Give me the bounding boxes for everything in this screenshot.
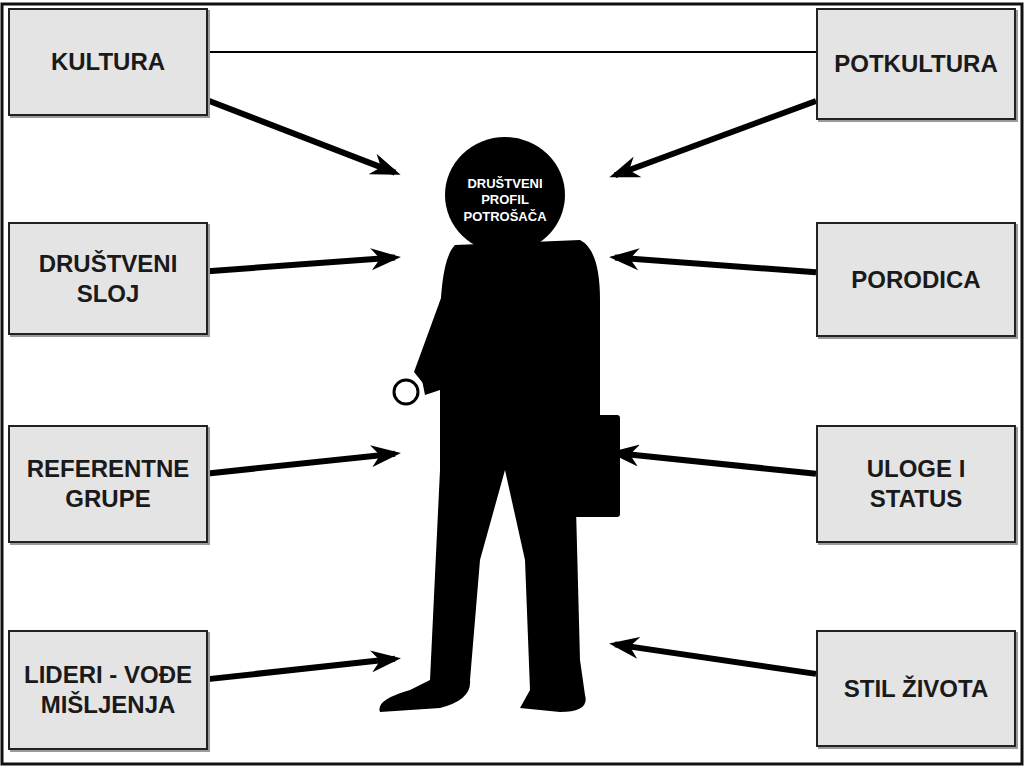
factor-box: POTKULTURA bbox=[816, 8, 1016, 120]
factor-box: REFERENTNE GRUPE bbox=[8, 425, 208, 543]
factor-box: KULTURA bbox=[8, 8, 208, 116]
briefcase bbox=[556, 415, 620, 517]
factor-box: STIL ŽIVOTA bbox=[816, 630, 1016, 747]
arm bbox=[414, 268, 468, 392]
influence-arrow bbox=[615, 258, 816, 273]
factor-box: DRUŠTVENI SLOJ bbox=[8, 222, 208, 335]
influence-arrow bbox=[208, 101, 395, 173]
influence-arrow bbox=[208, 258, 395, 272]
head bbox=[445, 137, 565, 253]
influence-arrow bbox=[208, 454, 395, 474]
box-label: PORODICA bbox=[851, 265, 980, 295]
box-label: POTKULTURA bbox=[834, 49, 998, 79]
factor-box: PORODICA bbox=[816, 222, 1016, 337]
box-label: LIDERI - VOĐE MIŠLJENJA bbox=[20, 660, 196, 720]
figure-label-area: DRUŠTVENI PROFIL POTROŠAČA bbox=[395, 150, 615, 710]
box-label: ULOGE I STATUS bbox=[828, 454, 1004, 514]
influence-arrow bbox=[208, 659, 395, 679]
box-label: REFERENTNE GRUPE bbox=[20, 454, 196, 514]
frame bbox=[2, 4, 1022, 764]
influence-arrow bbox=[615, 644, 816, 673]
influence-arrow bbox=[615, 453, 816, 474]
figure-caption: DRUŠTVENI PROFIL POTROŠAČA bbox=[459, 176, 551, 225]
factor-box: LIDERI - VOĐE MIŠLJENJA bbox=[8, 630, 208, 750]
hand bbox=[394, 380, 418, 404]
man-silhouette bbox=[379, 137, 620, 712]
influence-arrow bbox=[615, 101, 816, 175]
connector-line bbox=[208, 51, 816, 53]
factor-box: ULOGE I STATUS bbox=[816, 425, 1016, 543]
box-label: KULTURA bbox=[51, 47, 165, 77]
box-label: DRUŠTVENI SLOJ bbox=[20, 249, 196, 309]
box-label: STIL ŽIVOTA bbox=[844, 674, 988, 704]
